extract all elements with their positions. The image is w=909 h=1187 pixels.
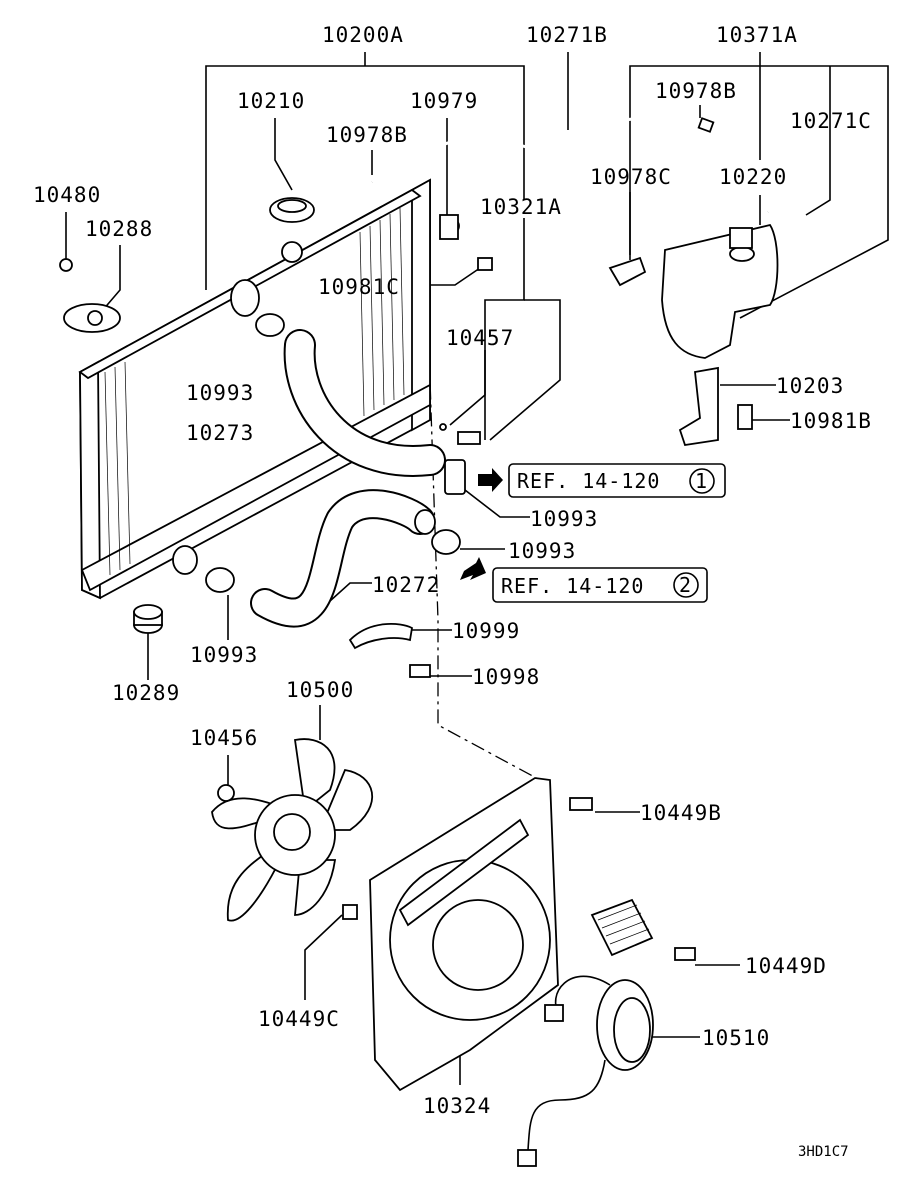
label-10271c: 10271C	[790, 109, 872, 133]
tank-hose-part	[371, 117, 715, 184]
label-10978b-right: 10978B	[655, 79, 737, 103]
radiator-cap-part	[269, 197, 315, 223]
label-10289: 10289	[112, 681, 180, 705]
label-10288: 10288	[85, 217, 153, 241]
insulator-part	[133, 604, 163, 634]
label-10273: 10273	[186, 421, 254, 445]
label-10981b: 10981B	[790, 409, 872, 433]
band-part	[348, 623, 431, 678]
label-10998: 10998	[472, 665, 540, 689]
ref1-text: REF. 14-120	[517, 469, 660, 493]
label-10324: 10324	[423, 1094, 491, 1118]
reserve-tank-part	[661, 206, 802, 359]
ref-callout-2[interactable]: REF. 14-120 2	[460, 557, 708, 603]
label-10272: 10272	[372, 573, 440, 597]
ref-callout-1[interactable]: REF. 14-120 1	[478, 463, 726, 498]
resistor-part	[590, 898, 654, 957]
upper-hose-part	[255, 313, 446, 477]
lower-hose-part	[250, 489, 436, 628]
label-10449d: 10449D	[745, 954, 827, 978]
small-parts	[59, 214, 753, 447]
label-10978c: 10978C	[590, 165, 672, 189]
label-10203: 10203	[776, 374, 844, 398]
ref1-number: 1	[695, 469, 708, 493]
label-10978b-left: 10978B	[326, 123, 408, 147]
label-10200a: 10200A	[322, 23, 404, 47]
label-10993-upper: 10993	[186, 381, 254, 405]
ref2-text: REF. 14-120	[501, 574, 644, 598]
label-10993-lower: 10993	[190, 643, 258, 667]
label-10271b: 10271B	[526, 23, 608, 47]
label-10480: 10480	[33, 183, 101, 207]
diagram-code: 3HD1C7	[798, 1144, 849, 1160]
label-10456: 10456	[190, 726, 258, 750]
label-10449b: 10449B	[640, 801, 722, 825]
ref2-number: 2	[679, 573, 692, 597]
label-10220: 10220	[719, 165, 787, 189]
label-10993-mid: 10993	[508, 539, 576, 563]
leader-lines	[65, 52, 889, 1085]
fan-motor-part	[517, 975, 654, 1167]
label-10999: 10999	[452, 619, 520, 643]
label-10371a: 10371A	[716, 23, 798, 47]
label-10457: 10457	[446, 326, 514, 350]
hose-clamps	[205, 459, 466, 593]
label-10979: 10979	[410, 89, 478, 113]
shroud-part	[342, 777, 696, 1092]
label-10510: 10510	[702, 1026, 770, 1050]
label-10993-ref1: 10993	[530, 507, 598, 531]
label-10210: 10210	[237, 89, 305, 113]
part-labels: 10200A 10271B 10371A 10210 10979 10978B …	[33, 23, 872, 1160]
label-10500: 10500	[286, 678, 354, 702]
fan-part	[211, 738, 374, 922]
label-10449c: 10449C	[258, 1007, 340, 1031]
label-10321a: 10321A	[480, 195, 562, 219]
radiator-core	[78, 178, 431, 600]
label-10981c: 10981C	[318, 275, 400, 299]
